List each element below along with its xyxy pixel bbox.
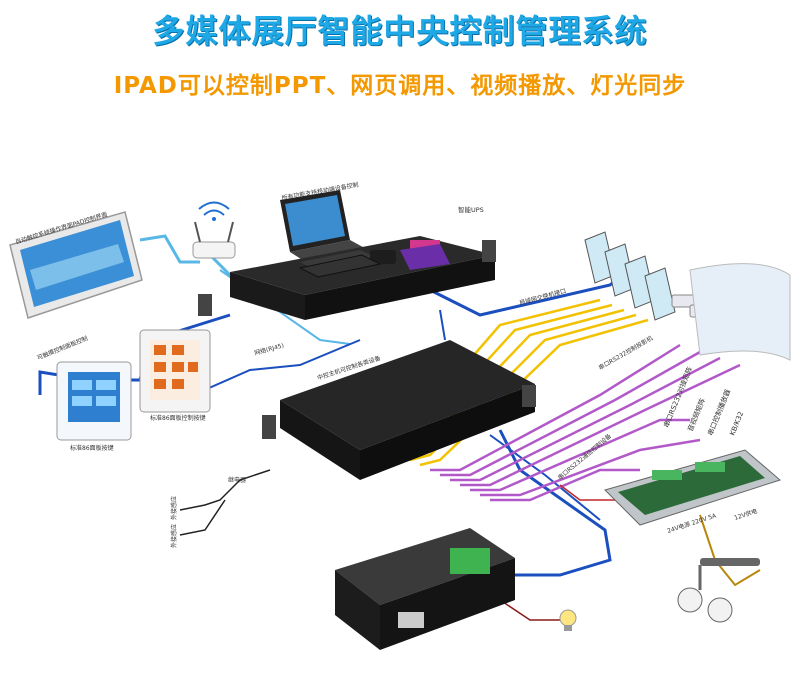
- diagram-subtitle: IPAD可以控制PPT、网页调用、视频播放、灯光同步: [113, 73, 687, 99]
- touch-panel-label: 标准86面板按键: [70, 444, 114, 452]
- serial-cable: [460, 363, 741, 487]
- button-panel-icon: [139, 329, 211, 413]
- sensor-label-1: 外接感应: [170, 496, 178, 520]
- laptop-icon: [280, 190, 372, 266]
- tablet-icon: [9, 211, 143, 319]
- switch-rack-icon: [262, 340, 536, 480]
- spotlight-icon: [677, 558, 760, 623]
- relay-label: 继电器: [228, 476, 246, 484]
- serial-cable: [470, 418, 690, 492]
- net-line-label: 网络(RJ45): [253, 341, 284, 357]
- keyboard-icon: [298, 254, 382, 278]
- wifi-router-icon: [192, 201, 236, 259]
- touch-panel-icon: [56, 361, 132, 441]
- control-cable: [489, 434, 601, 521]
- serial-cable: [440, 350, 701, 477]
- serial-cable: [490, 468, 640, 502]
- serial-cable: [480, 438, 701, 497]
- matrix-label-3: 串口控制播放器: [706, 388, 733, 437]
- control-cable: [420, 429, 612, 577]
- relay-box-icon: [604, 449, 782, 526]
- control-cable: [439, 309, 446, 341]
- power-cable: [699, 514, 761, 587]
- sensor-label-2: 外接感应: [170, 524, 178, 548]
- serial-cable: [450, 356, 721, 482]
- bulb-icon: [559, 609, 577, 631]
- power-box-label-2: 12V供电: [733, 507, 758, 522]
- sensor-cable: [179, 499, 226, 536]
- button-panel-label: 标准86面板控制按键: [150, 414, 206, 422]
- power-cable: [499, 599, 560, 621]
- power-box-label: 24V电源 220V 5A: [666, 511, 718, 535]
- ups-label: 智能UPS: [458, 205, 484, 214]
- serial-cable: [430, 343, 681, 472]
- network-cable: [139, 234, 200, 264]
- matrix-label-2: 音视频矩阵: [686, 397, 707, 433]
- diagram-title: 多媒体展厅智能中央控制管理系统: [152, 12, 648, 50]
- matrix-label-4: KB/K32: [728, 410, 745, 436]
- sensor-cable: [179, 469, 271, 511]
- power-cable: [559, 484, 620, 501]
- pc-tower-icon: [584, 231, 676, 321]
- control-cable: [199, 339, 361, 393]
- projection-screen-icon: [689, 263, 791, 361]
- touch-side-label: 可触摸控制面板控制: [36, 334, 89, 362]
- dimmer-box-icon: [335, 528, 515, 650]
